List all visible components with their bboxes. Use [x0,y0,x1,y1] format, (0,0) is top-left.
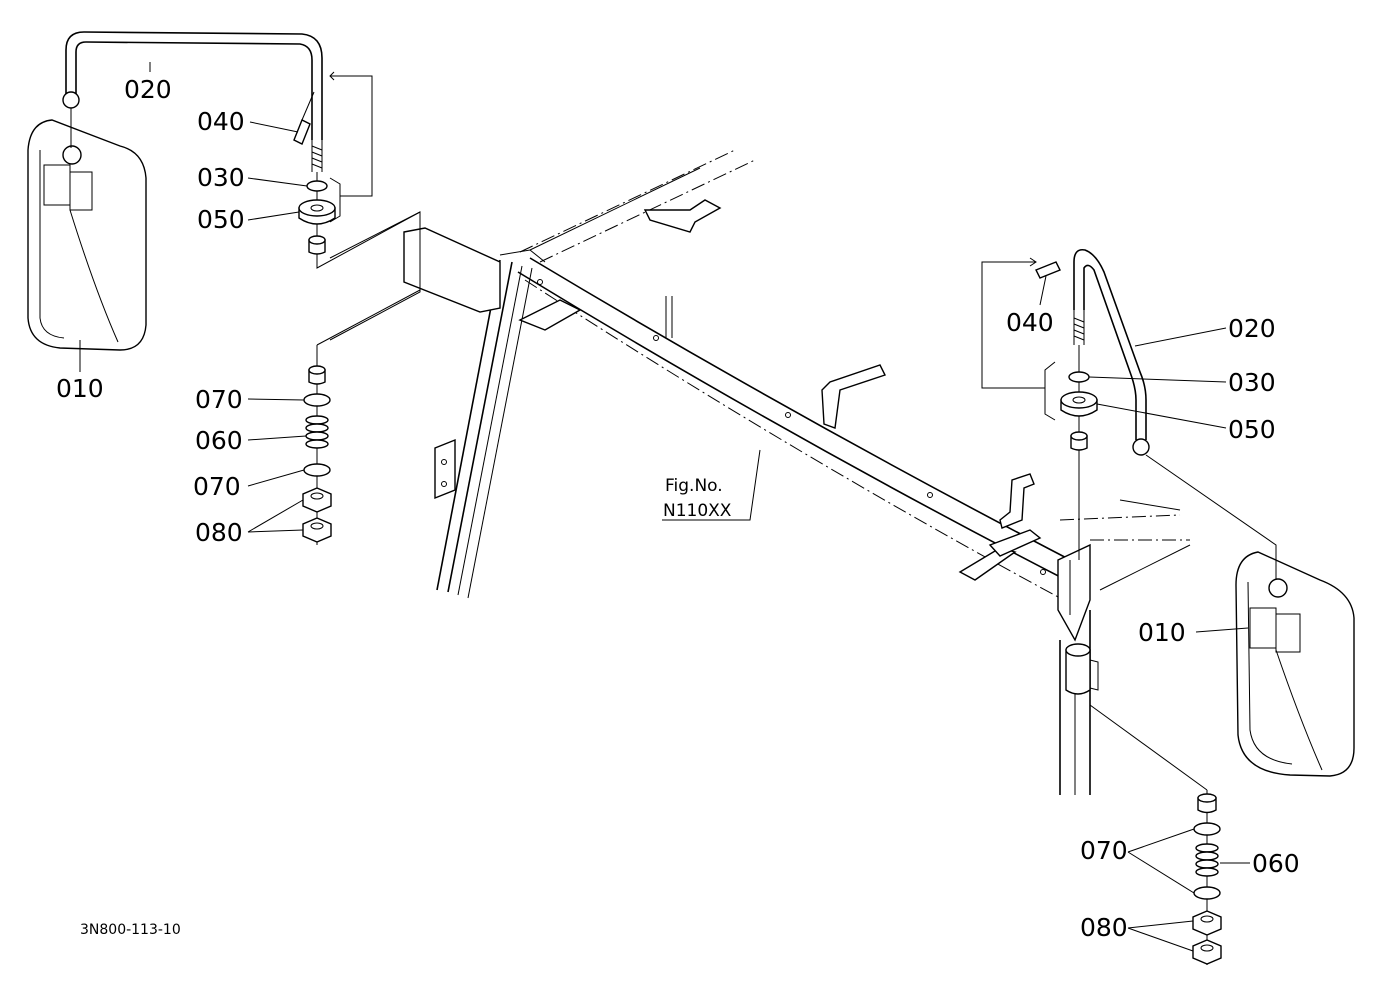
callout-right-pin: 040 [1006,308,1054,337]
right-washer-top [1193,822,1221,836]
right-mirror-head [1235,551,1355,777]
right-pin [1035,261,1061,279]
right-spring [1195,843,1219,877]
callout-labels: 020 040 030 050 010 070 060 070 080 040 … [56,75,1300,942]
callout-right-washers: 070 [1080,836,1128,865]
right-bushing [1060,391,1098,417]
callout-left-bushing: 050 [197,205,245,234]
left-washer-top [303,393,331,407]
callout-left-nuts: 080 [195,518,243,547]
callout-right-mirror: 010 [1138,618,1186,647]
left-oring [306,180,328,192]
callout-left-washer-top: 070 [195,385,243,414]
callout-left-stay: 020 [124,75,172,104]
fig-ref-label: Fig.No. [665,476,723,496]
left-collar-bottom [308,365,326,385]
left-bushing [298,199,336,225]
left-collar-top [308,235,326,255]
right-nut-1 [1192,910,1222,936]
left-pin [293,91,315,145]
cab-frame [329,149,1191,795]
left-mirror-assembly [27,31,421,545]
right-oring [1068,371,1090,383]
callout-right-nuts: 080 [1080,913,1128,942]
callout-right-oring: 030 [1228,368,1276,397]
callout-left-washer-bottom: 070 [193,472,241,501]
right-collar-bottom [1197,793,1217,814]
right-collar-top [1070,431,1088,451]
left-nut-2 [302,517,332,543]
figure-code: 3N800-113-10 [80,922,181,938]
leader-lines [79,62,1250,952]
callout-left-pin: 040 [197,107,245,136]
left-mirror-stay [62,31,323,172]
callout-right-stay: 020 [1228,314,1276,343]
callout-left-mirror: 010 [56,374,104,403]
right-mirror-stay [1073,248,1150,456]
left-washer-bottom [303,463,331,477]
right-nut-2 [1192,939,1222,965]
callout-right-spring: 060 [1252,849,1300,878]
right-mirror-assembly [981,248,1355,965]
fig-ref-number: N110XX [663,501,732,521]
left-mirror-head [27,119,147,351]
callout-left-oring: 030 [197,163,245,192]
callout-right-bushing: 050 [1228,415,1276,444]
right-washer-bottom [1193,886,1221,900]
left-nut-1 [302,487,332,513]
left-spring [305,415,329,449]
callout-left-spring: 060 [195,426,243,455]
